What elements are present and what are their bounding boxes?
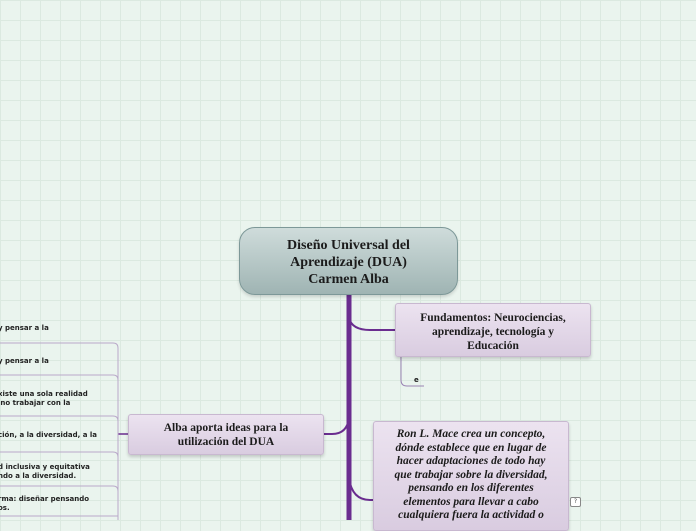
mace-line-2: dónde establece que en lugar de — [395, 441, 547, 454]
alba-sub-5-line-2: ndo a la diversidad. — [0, 472, 77, 480]
link-fundamentos — [348, 317, 395, 331]
mace-line-6: elementos para llevar a cabo — [403, 495, 539, 508]
alba-sub-1-line-1: y pensar a la — [0, 324, 49, 332]
fund-subtopic[interactable]: e — [414, 376, 419, 384]
alba-sub-4-line-1: ción, a la diversidad, a la — [0, 431, 98, 439]
connector-lines — [0, 295, 424, 520]
topic-alba[interactable]: Alba aporta ideas para la utilización de… — [128, 414, 324, 455]
fund-line-2: aprendizaje, tecnología y — [431, 326, 555, 338]
alba-line-1: Alba aporta ideas para la — [163, 422, 289, 434]
alba-subtopic-3[interactable]: xiste una sola realidad ino trabajar con… — [0, 390, 88, 408]
fund-line-1: Fundamentos: Neurociencias, — [420, 312, 566, 324]
alba-sub-3-line-2: ino trabajar con la — [0, 399, 71, 407]
fund-line-3: Educación — [467, 340, 519, 352]
alba-sub-5-line-1: d inclusiva y equitativa — [0, 463, 90, 471]
link-alba — [324, 417, 350, 435]
central-line-1: Diseño Universal del — [287, 238, 410, 253]
alba-sub-6-line-2: os. — [0, 504, 10, 512]
mace-line-4: que trabajar sobre la diversidad, — [394, 468, 548, 481]
alba-line-2: utilización del DUA — [177, 436, 275, 448]
alba-subtopic-2[interactable]: y pensar a la — [0, 357, 49, 366]
alba-subtopic-1[interactable]: y pensar a la — [0, 324, 49, 333]
topic-fundamentos[interactable]: Fundamentos: Neurociencias, aprendizaje,… — [395, 303, 591, 357]
central-line-3: Carmen Alba — [308, 272, 389, 287]
alba-sub-3-line-1: xiste una sola realidad — [0, 390, 88, 398]
central-line-2: Aprendizaje (DUA) — [290, 255, 407, 270]
mace-line-3: hacer adaptaciones de todo hay — [396, 455, 546, 467]
alba-subtopic-4[interactable]: ción, a la diversidad, a la — [0, 431, 97, 440]
link-fund-child — [400, 357, 424, 387]
alba-sub-2-line-1: y pensar a la — [0, 357, 49, 365]
note-badge-icon[interactable]: ? — [570, 497, 581, 507]
central-topic[interactable]: Diseño Universal del Aprendizaje (DUA) C… — [239, 227, 458, 295]
alba-sub-6-line-1: rma: diseñar pensando — [0, 495, 90, 503]
mace-line-7: cualquiera fuera la actividad o — [398, 509, 544, 521]
link-mace — [348, 477, 373, 501]
mace-line-5: pensando en los diferentes — [408, 482, 534, 494]
alba-subtopic-6[interactable]: rma: diseñar pensando os. — [0, 495, 89, 513]
alba-children-bracket — [0, 342, 119, 520]
mace-line-1: Ron L. Mace crea un concepto, — [396, 428, 546, 440]
alba-subtopic-5[interactable]: d inclusiva y equitativa ndo a la divers… — [0, 463, 90, 481]
topic-mace[interactable]: Ron L. Mace crea un concepto, dónde esta… — [373, 421, 569, 531]
